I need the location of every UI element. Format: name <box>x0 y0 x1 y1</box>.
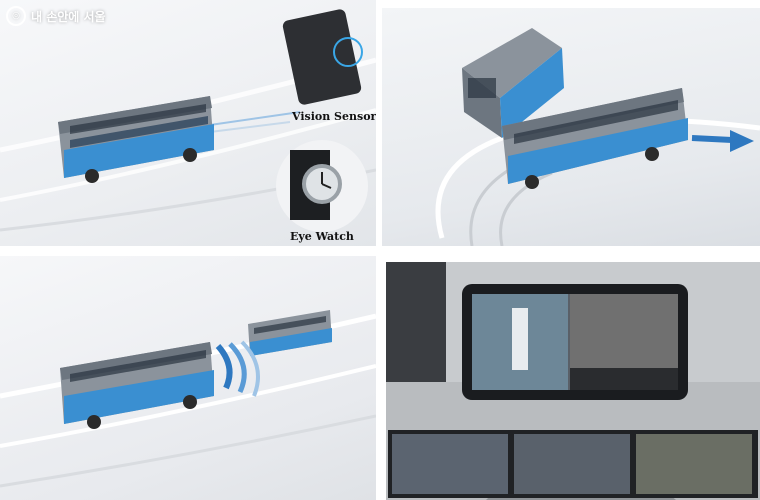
vision-sensor-caption: Vision Sensor <box>292 110 376 123</box>
bus-following <box>60 342 214 429</box>
bus-ahead <box>248 310 332 356</box>
bus-front <box>502 88 688 189</box>
seoul-logo-icon: ◎ <box>6 6 26 26</box>
turning-scene <box>435 28 760 246</box>
bus-sensor-scene <box>0 9 376 232</box>
panel-collision-warning <box>0 256 376 500</box>
panel-vision-sensor: ◎ 내 손안에 서울 Vision Sensor Eye Watch <box>0 0 376 246</box>
double-decker-bus <box>58 96 214 183</box>
direction-arrow-icon <box>730 130 754 152</box>
camera-thumbnail <box>514 434 630 494</box>
collision-scene <box>0 310 376 488</box>
eye-watch-caption: Eye Watch <box>290 230 354 243</box>
dashboard-scene <box>386 262 760 500</box>
watermark-text: 내 손안에 서울 <box>31 9 106 24</box>
vision-sensor-device <box>282 9 363 105</box>
bus-rear <box>462 28 564 138</box>
eye-watch-device <box>276 140 368 232</box>
surround-view-monitor <box>462 284 688 400</box>
panel-turning-buses <box>382 8 760 246</box>
sensing-waves-icon <box>215 340 260 397</box>
camera-thumbnail <box>392 434 508 494</box>
watermark-logo: ◎ 내 손안에 서울 <box>6 6 106 26</box>
camera-thumbnail <box>636 434 752 494</box>
panel-surround-monitor <box>386 262 760 500</box>
